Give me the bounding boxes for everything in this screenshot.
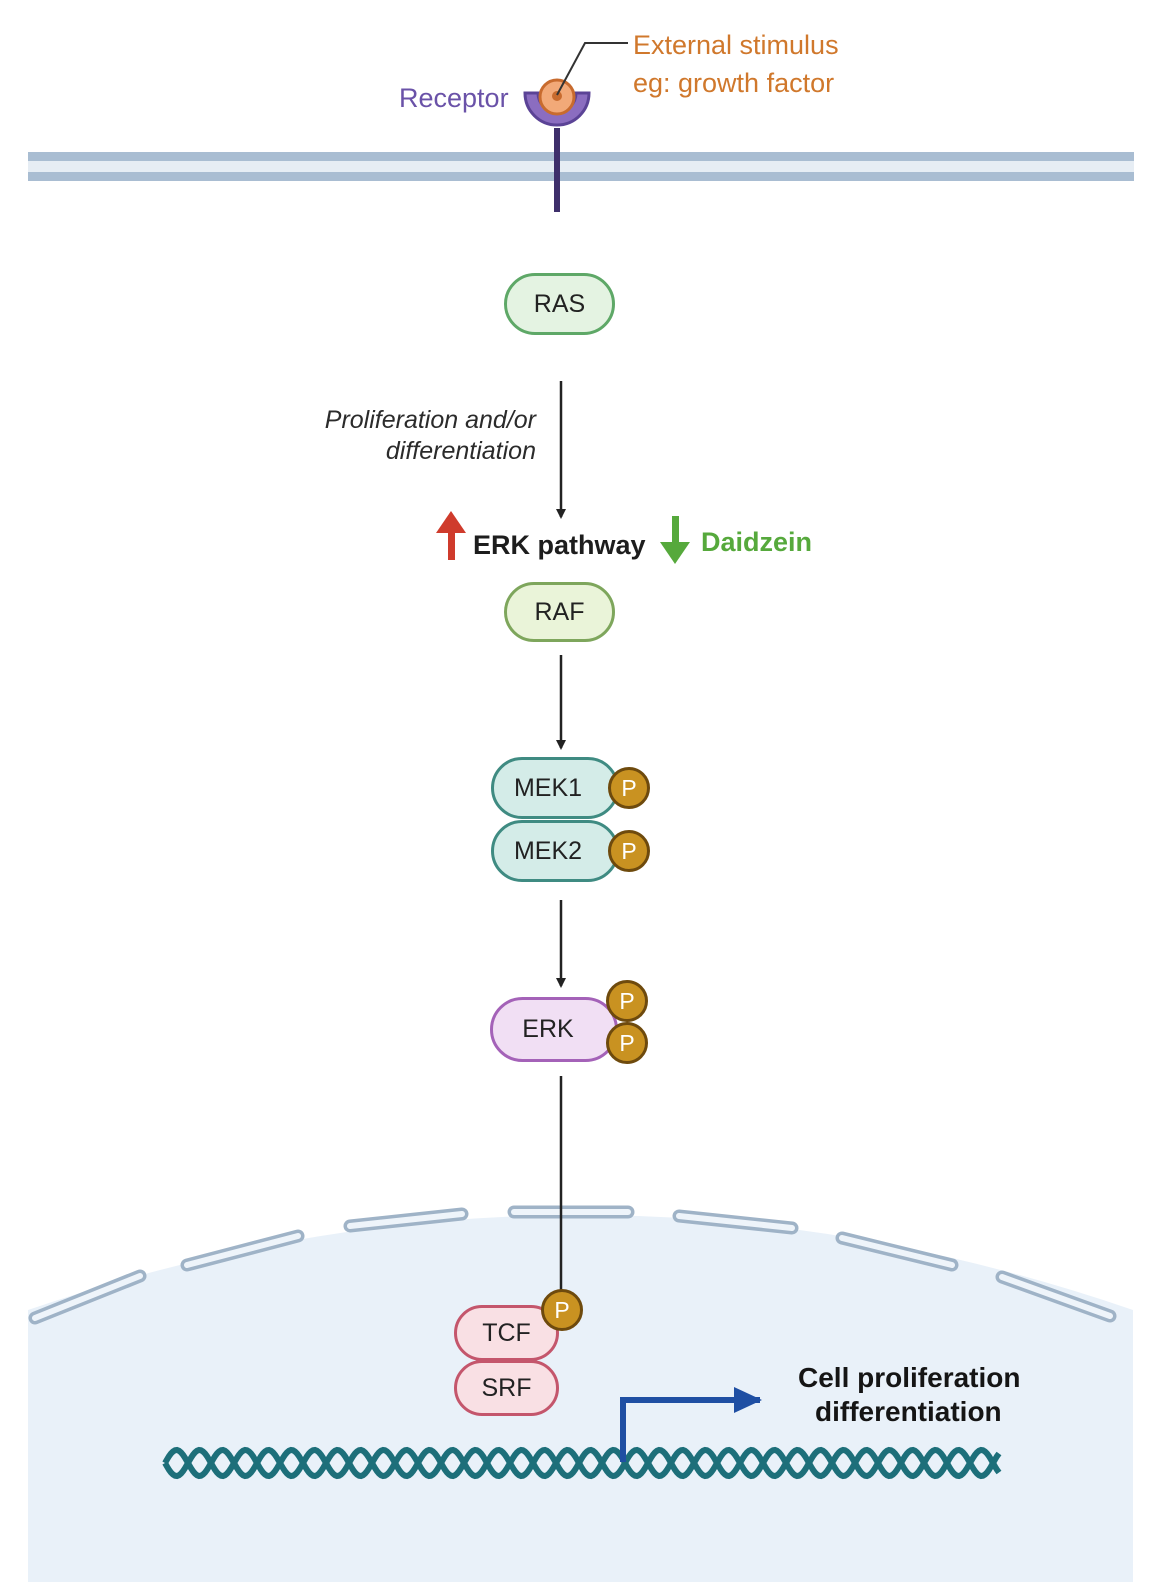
effect-label-line1: Proliferation and/or (324, 406, 536, 434)
down-arrow-icon (660, 516, 690, 564)
stimulus-label-line1: External stimulus (633, 30, 839, 60)
erk-node: ERK (490, 997, 618, 1062)
dna-helix (162, 1446, 1002, 1480)
phosphate-badge-erk-bottom: P (606, 1022, 648, 1064)
phosphate-badge-tcf: P (541, 1289, 583, 1331)
raf-node: RAF (504, 582, 615, 642)
outcome-label-line1: Cell proliferation (798, 1362, 1021, 1393)
phosphate-badge-mek1: P (608, 767, 650, 809)
stimulus-label-line2: eg: growth factor (633, 68, 835, 98)
ras-node: RAS (504, 273, 615, 335)
up-arrow-icon (436, 511, 466, 560)
pathway-label: ERK pathway (473, 530, 646, 560)
phosphate-badge-mek2: P (608, 830, 650, 872)
outcome-label-line2: differentiation (815, 1396, 1002, 1427)
cell-membrane (28, 152, 1134, 181)
dna-strand (162, 1446, 1002, 1480)
mek2-node: MEK2 (491, 820, 619, 882)
transcription-start-arrow (620, 1387, 762, 1462)
receptor-label: Receptor (399, 83, 509, 113)
phosphate-badge-erk-top: P (606, 980, 648, 1022)
growth-factor-ligand-icon (538, 42, 628, 116)
srf-node: SRF (454, 1360, 559, 1416)
compound-label: Daidzein (701, 527, 813, 557)
effect-label: Proliferation and/or differentiation (325, 405, 536, 467)
nucleus (28, 1215, 1133, 1582)
effect-label-line2: differentiation (385, 437, 536, 465)
mek1-node: MEK1 (491, 757, 619, 819)
